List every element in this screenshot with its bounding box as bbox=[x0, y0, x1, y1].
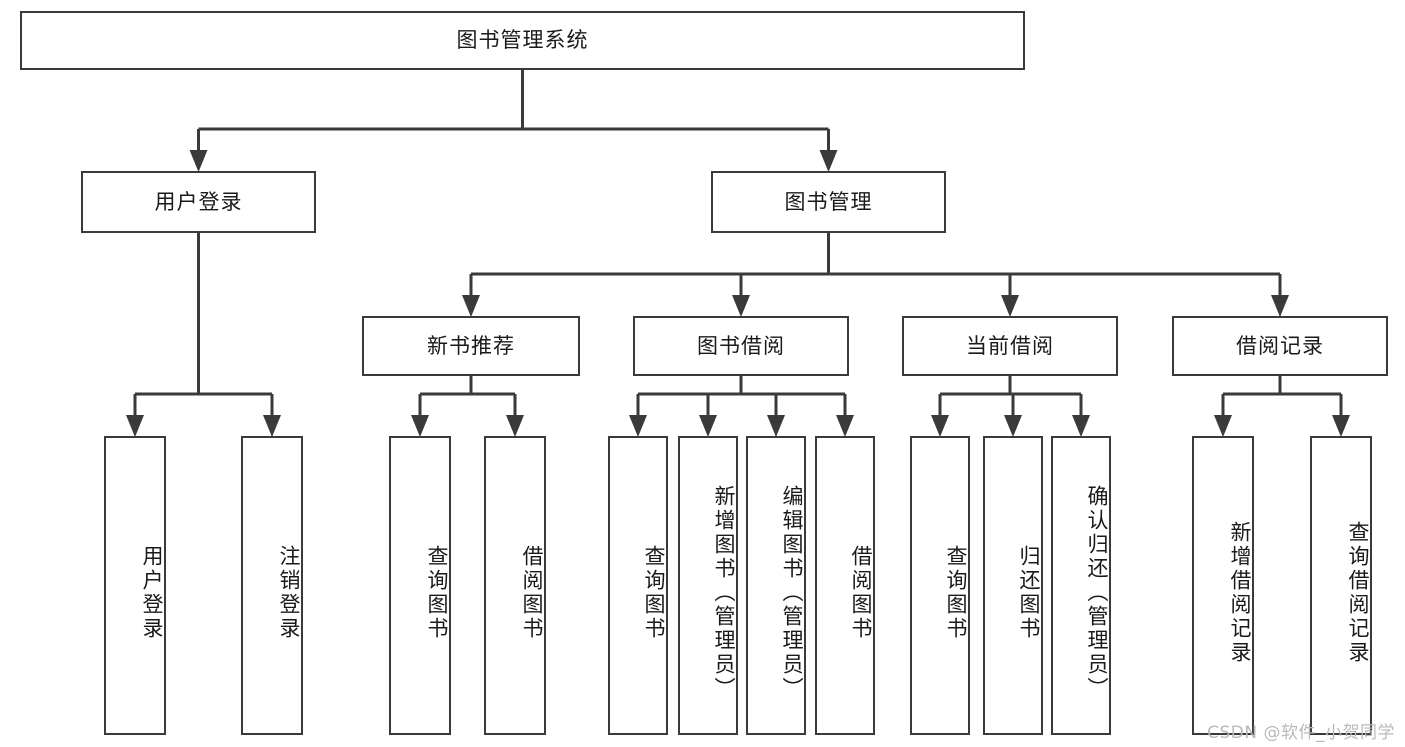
node-label: 确认归还（管理员） bbox=[1085, 484, 1109, 701]
node-leaf-edit-book[interactable]: 编辑图书（管理员） bbox=[746, 436, 806, 735]
watermark: CSDN @软件_小贺同学 bbox=[1207, 723, 1395, 743]
node-label: 查询图书 bbox=[944, 544, 968, 641]
node-label: 查询图书 bbox=[425, 544, 449, 641]
node-leaf-query-book-2[interactable]: 查询图书 bbox=[608, 436, 668, 735]
node-label: 借阅图书 bbox=[849, 544, 873, 641]
node-root[interactable]: 图书管理系统 bbox=[20, 11, 1025, 70]
node-label: 编辑图书（管理员） bbox=[780, 484, 804, 701]
node-book-borrow[interactable]: 图书借阅 bbox=[633, 316, 849, 376]
node-book-manage[interactable]: 图书管理 bbox=[711, 171, 946, 233]
node-label: 新增图书（管理员） bbox=[712, 484, 736, 701]
node-leaf-query-book-3[interactable]: 查询图书 bbox=[910, 436, 970, 735]
node-label: 用户登录 bbox=[154, 189, 243, 214]
node-user-login[interactable]: 用户登录 bbox=[81, 171, 316, 233]
node-label: 图书借阅 bbox=[697, 333, 785, 358]
node-leaf-query-record[interactable]: 查询借阅记录 bbox=[1310, 436, 1372, 735]
node-leaf-user-login[interactable]: 用户登录 bbox=[104, 436, 166, 735]
node-label: 借阅记录 bbox=[1236, 333, 1324, 358]
node-leaf-borrow-book-2[interactable]: 借阅图书 bbox=[815, 436, 875, 735]
node-label: 图书管理 bbox=[784, 189, 873, 214]
node-borrow-record[interactable]: 借阅记录 bbox=[1172, 316, 1388, 376]
node-label: 图书管理系统 bbox=[456, 28, 589, 53]
node-leaf-borrow-book-1[interactable]: 借阅图书 bbox=[484, 436, 546, 735]
node-label: 归还图书 bbox=[1017, 544, 1041, 641]
node-label: 查询借阅记录 bbox=[1346, 520, 1370, 665]
node-label: 当前借阅 bbox=[966, 333, 1054, 358]
node-label: 用户登录 bbox=[140, 544, 164, 641]
node-leaf-add-record[interactable]: 新增借阅记录 bbox=[1192, 436, 1254, 735]
node-label: 新增借阅记录 bbox=[1228, 520, 1252, 665]
node-label: 新书推荐 bbox=[427, 333, 515, 358]
node-leaf-add-book[interactable]: 新增图书（管理员） bbox=[678, 436, 738, 735]
node-leaf-user-logout[interactable]: 注销登录 bbox=[241, 436, 303, 735]
node-leaf-query-book-1[interactable]: 查询图书 bbox=[389, 436, 451, 735]
node-new-book-rec[interactable]: 新书推荐 bbox=[362, 316, 580, 376]
node-current-borrow[interactable]: 当前借阅 bbox=[902, 316, 1118, 376]
node-label: 查询图书 bbox=[642, 544, 666, 641]
node-label: 借阅图书 bbox=[520, 544, 544, 641]
node-label: 注销登录 bbox=[277, 544, 301, 641]
node-leaf-confirm-return[interactable]: 确认归还（管理员） bbox=[1051, 436, 1111, 735]
node-leaf-return-book[interactable]: 归还图书 bbox=[983, 436, 1043, 735]
